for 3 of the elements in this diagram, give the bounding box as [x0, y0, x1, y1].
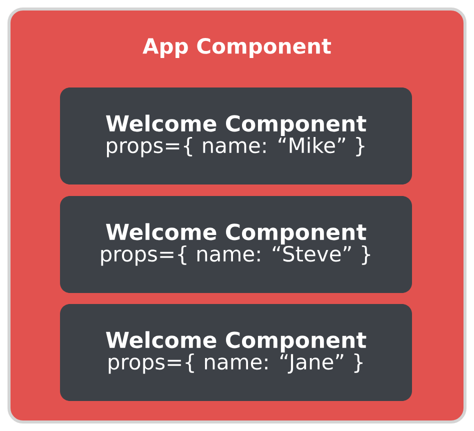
component-card: Welcome Component props={ name: “Steve” } — [60, 196, 412, 293]
component-card: Welcome Component props={ name: “Jane” } — [60, 304, 412, 401]
component-card: Welcome Component props={ name: “Mike” } — [60, 88, 412, 184]
